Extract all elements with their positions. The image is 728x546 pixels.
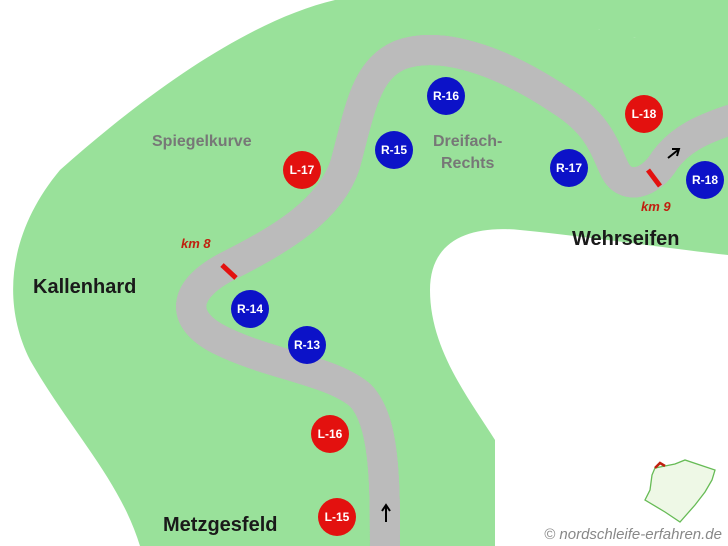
corner-R-13: R-13 bbox=[288, 326, 326, 364]
km9-marker-line bbox=[646, 168, 662, 188]
corner-L-16: L-16 bbox=[311, 415, 349, 453]
km8-marker-line bbox=[220, 263, 238, 280]
area-label-line: Rechts bbox=[441, 155, 495, 172]
corner-R-16: R-16 bbox=[427, 77, 465, 115]
area-label-dreifach-rechts: Dreifach- Rechts bbox=[433, 131, 502, 175]
corner-R-14: R-14 bbox=[231, 290, 269, 328]
corner-L-15: L-15 bbox=[318, 498, 356, 536]
corner-R-17: R-17 bbox=[550, 149, 588, 187]
copyright-text: © nordschleife-erfahren.de bbox=[544, 526, 722, 543]
area-label-wehrseifen: Wehrseifen bbox=[572, 228, 680, 250]
arrow-icon bbox=[381, 503, 391, 522]
area-label-kallenhard: Kallenhard bbox=[33, 276, 137, 298]
corner-R-18: R-18 bbox=[686, 161, 724, 199]
corner-R-15: R-15 bbox=[375, 131, 413, 169]
corner-L-18: L-18 bbox=[625, 95, 663, 133]
area-label-metzgesfeld: Metzgesfeld bbox=[163, 514, 278, 536]
track-overview-minimap bbox=[644, 459, 716, 523]
km-marker-8: km 8 bbox=[181, 236, 211, 251]
area-label-line: Dreifach- bbox=[433, 133, 503, 150]
track bbox=[191, 50, 728, 546]
grass-area bbox=[13, 0, 728, 546]
area-label-spiegelkurve: Spiegelkurve bbox=[152, 133, 252, 150]
km-marker-9: km 9 bbox=[641, 199, 671, 214]
arrow-icon bbox=[667, 148, 681, 159]
corner-L-17: L-17 bbox=[283, 151, 321, 189]
